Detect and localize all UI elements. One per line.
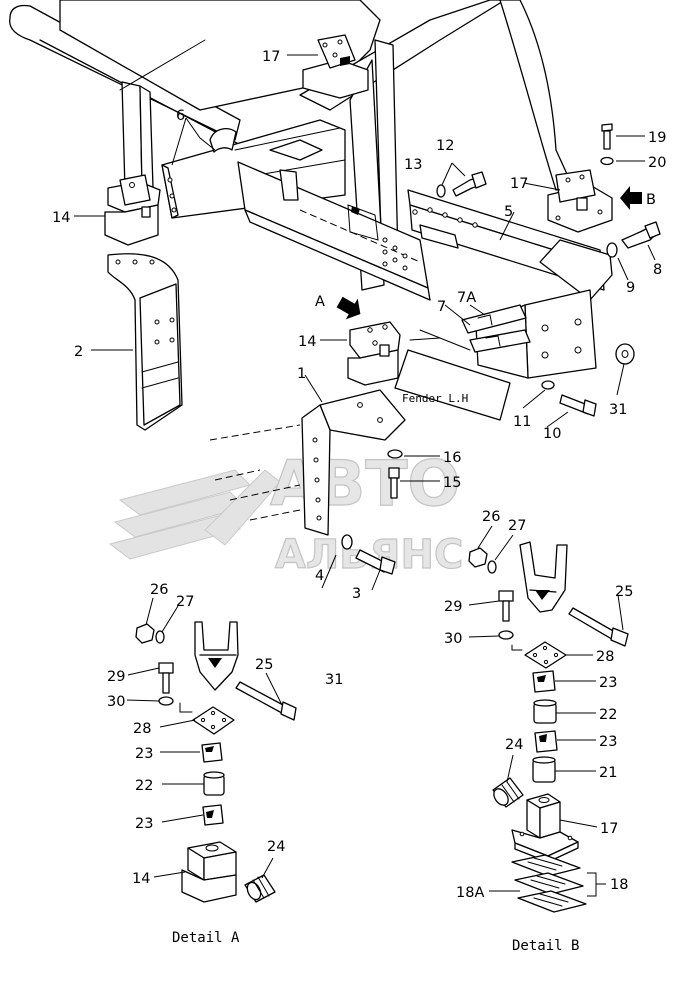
view-arrow-b-icon: [620, 186, 642, 210]
detail-b-label-27: 27: [508, 518, 526, 534]
part-label-10: 10: [543, 426, 561, 442]
detail-b-label-30: 30: [444, 631, 462, 647]
fender-lh: [394, 329, 511, 421]
view-arrows: [336, 186, 642, 320]
mid-mount-14: [347, 321, 401, 386]
detail-b-label-18: 18: [610, 877, 628, 893]
fender-note: Fender L.H: [402, 392, 468, 405]
view-label-a: A: [315, 294, 325, 310]
detail-a-assembly: [135, 621, 297, 903]
detail-a-label-23b: 23: [135, 816, 153, 832]
part-label-11: 11: [513, 414, 531, 430]
watermark-line1: АВТО: [270, 447, 460, 520]
detail-b-label-18a: 18A: [456, 885, 484, 901]
part-label-16: 16: [443, 450, 461, 466]
part-label-8: 8: [653, 262, 662, 278]
detail-a-label-27: 27: [176, 594, 194, 610]
detail-a-label-14: 14: [132, 871, 150, 887]
main-fasteners: [341, 123, 661, 575]
part-label-20: 20: [648, 155, 666, 171]
fender-bracket: [301, 389, 406, 536]
view-arrow-a-icon: [336, 296, 361, 320]
part-label-15: 15: [443, 475, 461, 491]
part-label-13: 13: [404, 157, 422, 173]
detail-a-label-31: 31: [325, 672, 343, 688]
detail-a-label-22: 22: [135, 778, 153, 794]
detail-a-label-24: 24: [267, 839, 285, 855]
watermark-logo: АВТО АЛЬЯНС: [108, 446, 464, 579]
part-label-5: 5: [504, 204, 513, 220]
leader-lines: [74, 54, 656, 897]
top-mount-17: [302, 34, 369, 99]
view-label-b: B: [646, 192, 656, 208]
detail-a-label-28: 28: [133, 721, 151, 737]
part-label-3: 3: [352, 586, 361, 602]
detail-b-label-22: 22: [599, 707, 617, 723]
detail-b-label-24: 24: [505, 737, 523, 753]
caption-detail-a: Detail A: [172, 930, 240, 946]
detail-a-label-23a: 23: [135, 746, 153, 762]
shim-plates: [461, 304, 531, 353]
detail-b-assembly: [468, 541, 629, 913]
detail-b-label-21: 21: [599, 765, 617, 781]
hidden-frame-lines: [209, 424, 301, 521]
part-label-14-left: 14: [52, 210, 70, 226]
view-labels: A B: [315, 192, 656, 310]
detail-a-label-30: 30: [107, 694, 125, 710]
detail-a-label-26: 26: [150, 582, 168, 598]
part-label-31-main: 31: [609, 402, 627, 418]
part-label-7a: 7A: [457, 290, 476, 306]
main-frame-rails: [237, 139, 431, 301]
detail-b-label-29: 29: [444, 599, 462, 615]
detail-b-label-28: 28: [596, 649, 614, 665]
captions: Fender L.H Detail A Detail B: [172, 392, 579, 954]
detail-b-label-26: 26: [482, 509, 500, 525]
part-label-9: 9: [626, 280, 635, 296]
part-labels: 17 6 14 2 1 14 4 3 15 16 11 10 31 7 7A 1…: [52, 49, 666, 901]
part-label-12: 12: [436, 138, 454, 154]
part-label-17-right: 17: [510, 176, 528, 192]
main-assembly: [9, 0, 661, 575]
right-mount-17: [547, 169, 613, 233]
part-label-1: 1: [297, 366, 306, 382]
part-label-7: 7: [437, 299, 446, 315]
caption-detail-b: Detail B: [512, 938, 579, 954]
part-label-2: 2: [74, 344, 83, 360]
detail-b-label-23b: 23: [599, 734, 617, 750]
fender-stay-2: [107, 253, 183, 431]
part-label-14-mid: 14: [298, 334, 316, 350]
part-label-6: 6: [176, 108, 185, 124]
left-mount-14: [104, 174, 161, 246]
detail-b-label-23a: 23: [599, 675, 617, 691]
part-label-4: 4: [315, 568, 324, 584]
watermark-emblem-icon: [108, 469, 281, 560]
detail-a-label-25: 25: [255, 657, 273, 673]
detail-b-label-17: 17: [600, 821, 618, 837]
detail-b-label-25: 25: [615, 584, 633, 600]
part-label-19: 19: [648, 130, 666, 146]
part-label-17-top: 17: [262, 49, 280, 65]
detail-a-label-29: 29: [107, 669, 125, 685]
